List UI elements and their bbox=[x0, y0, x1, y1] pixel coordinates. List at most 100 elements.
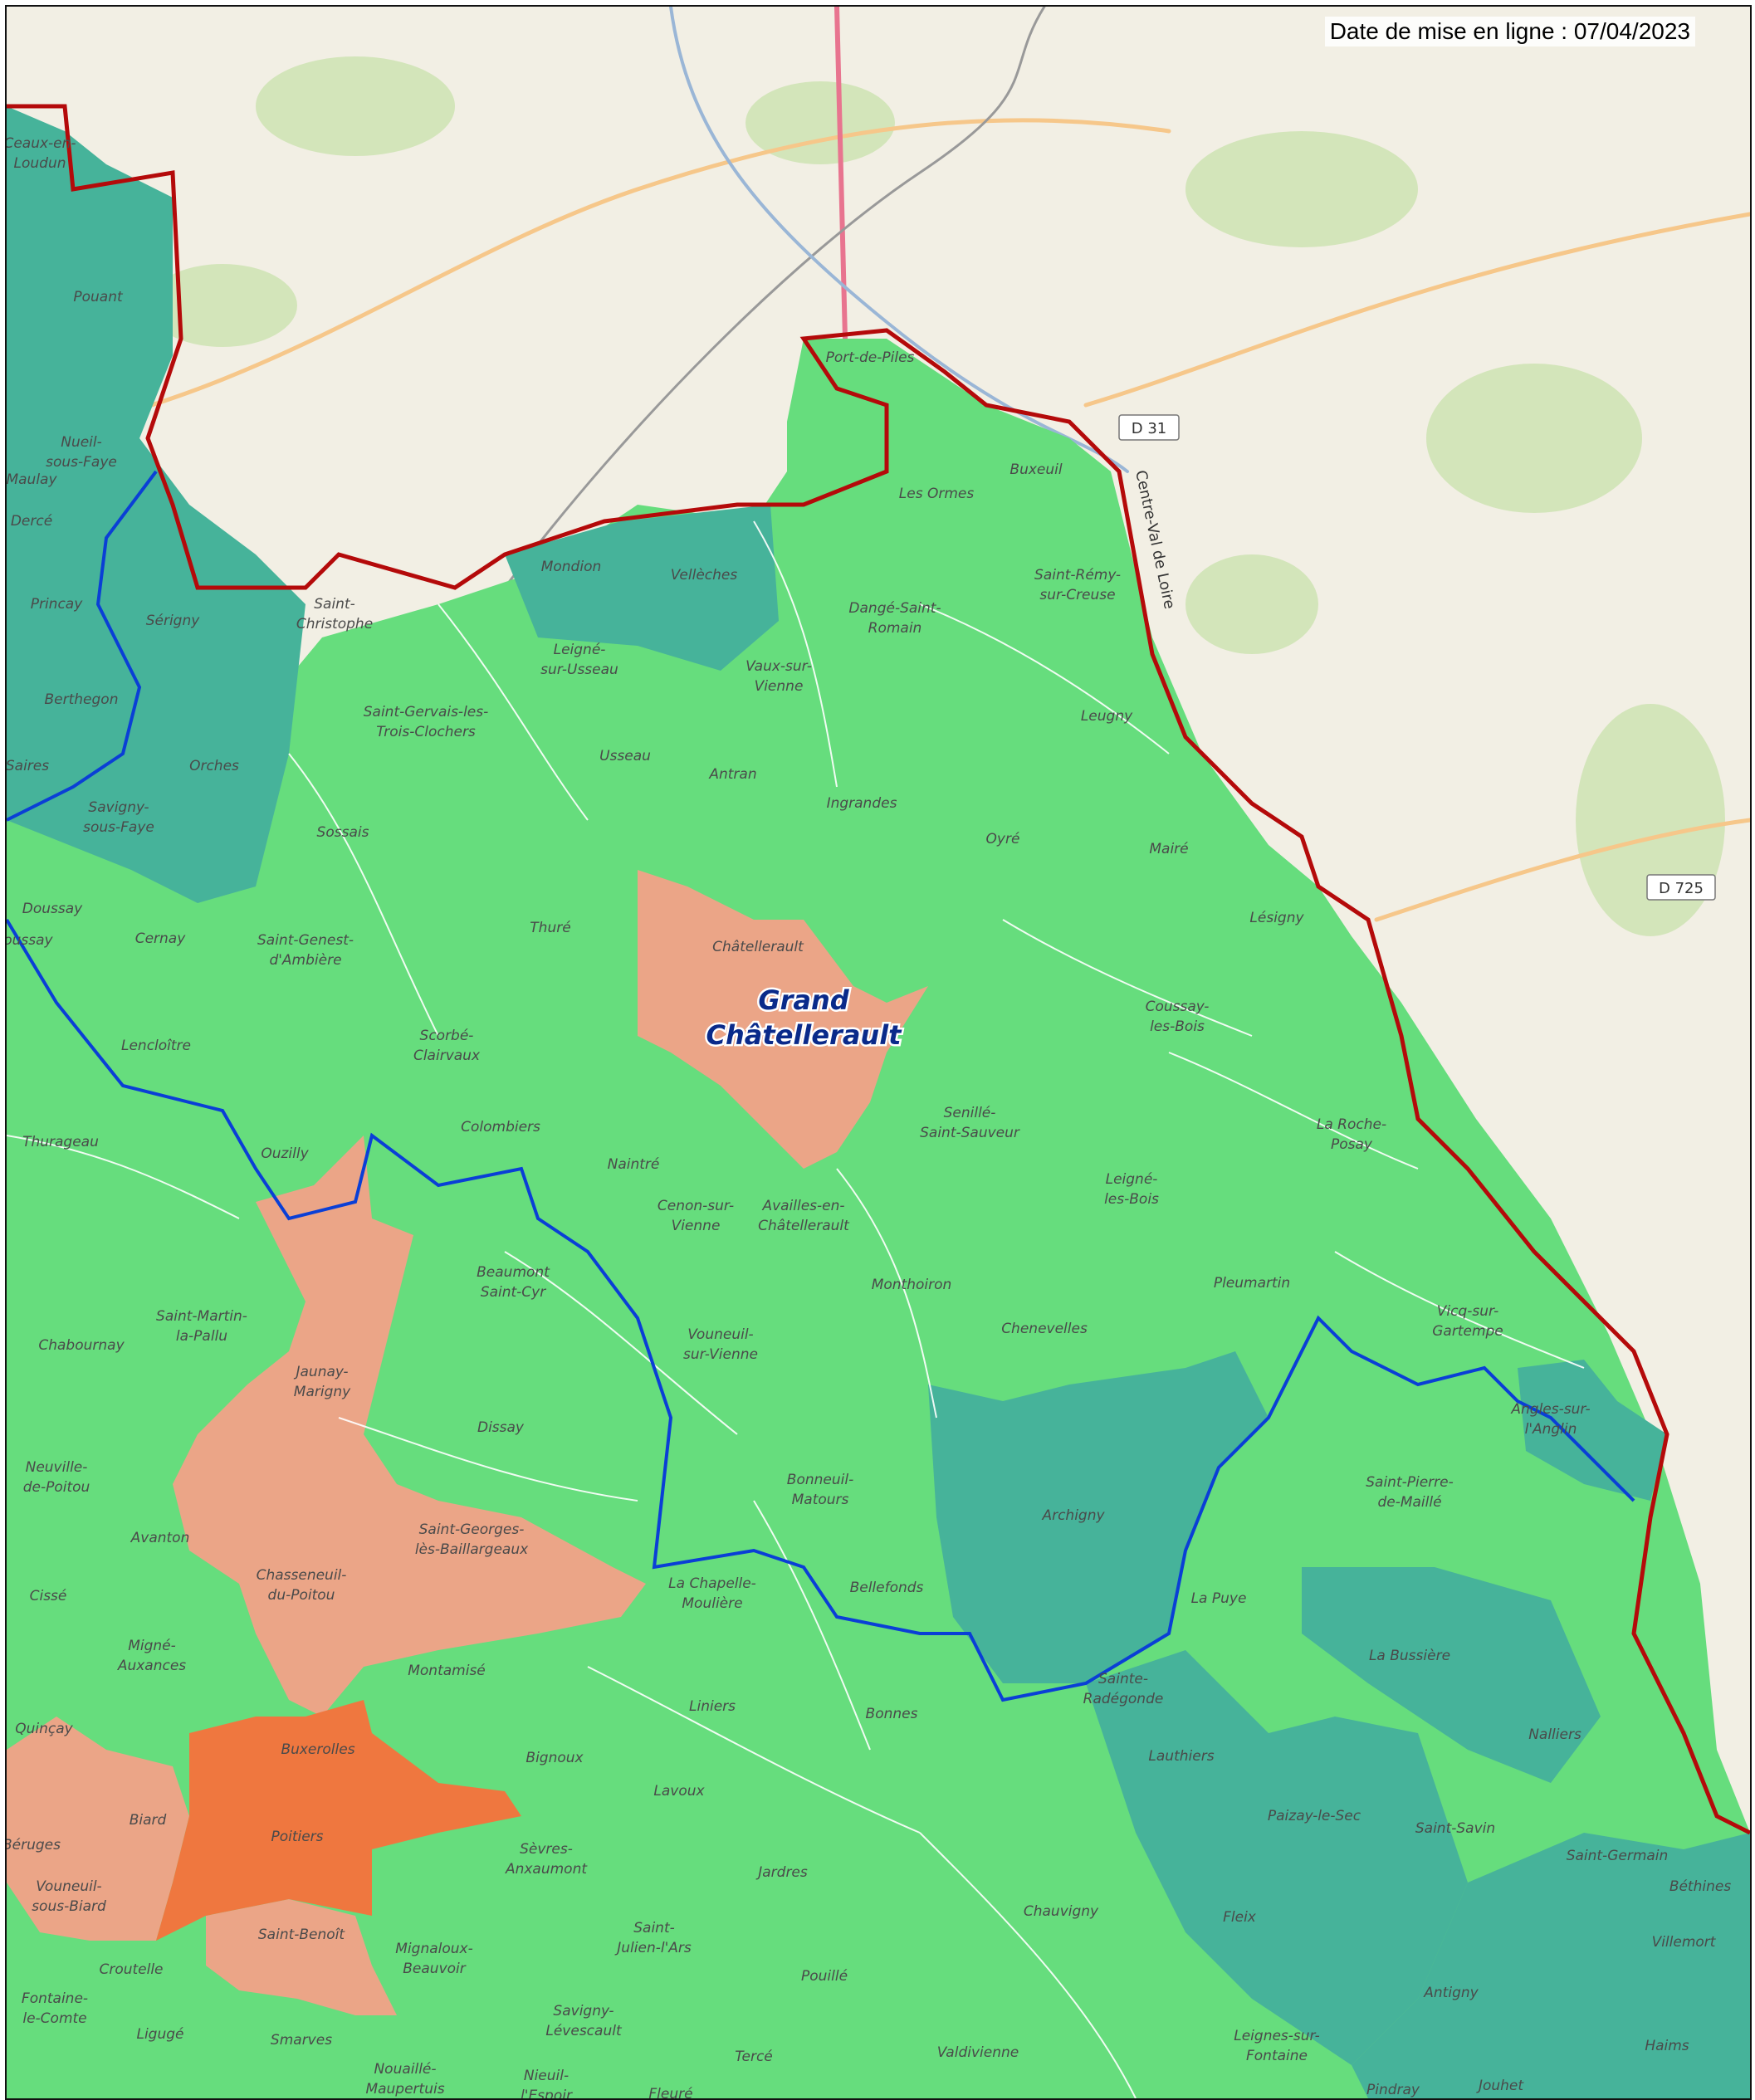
commune-label: Nalliers bbox=[1528, 1726, 1581, 1743]
commune-label: Saires bbox=[7, 758, 49, 774]
commune-label: Vicq-sur-Gartempe bbox=[1432, 1303, 1503, 1340]
commune-label: Coussay-les-Bois bbox=[1146, 999, 1210, 1035]
commune-label: Mondion bbox=[541, 559, 602, 575]
commune-label: Lésigny bbox=[1249, 910, 1304, 926]
commune-label: Dercé bbox=[11, 513, 52, 530]
commune-label: Leugny bbox=[1081, 708, 1133, 725]
commune-label: Sossais bbox=[317, 824, 369, 841]
commune-label: Monthoiron bbox=[872, 1277, 952, 1293]
commune-label: Dissay bbox=[477, 1419, 525, 1436]
commune-label: Jaunay-Marigny bbox=[294, 1364, 352, 1400]
commune-label: Princay bbox=[31, 596, 84, 613]
map-canvas[interactable]: D 31 D 725 Centre-Val de Loire Ceaux-en-… bbox=[7, 7, 1750, 2098]
commune-label: Ceaux-en-Loudun bbox=[7, 135, 76, 172]
commune-label: Buxerolles bbox=[281, 1741, 354, 1758]
commune-label: Doussay bbox=[22, 901, 83, 917]
commune-label: Croutelle bbox=[99, 1961, 163, 1978]
commune-label: Béruges bbox=[7, 1837, 61, 1853]
commune-label: Mairé bbox=[1149, 841, 1188, 857]
commune-label: Leigné-sur-Usseau bbox=[540, 642, 618, 678]
road-tag-d31: D 31 bbox=[1118, 414, 1180, 441]
commune-label: Saint-Gervais-les-Trois-Clochers bbox=[364, 704, 489, 740]
commune-label: Ouzilly bbox=[261, 1145, 309, 1162]
publication-date-label: Date de mise en ligne : 07/04/2023 bbox=[1324, 17, 1695, 46]
commune-label: Sainte-Radégonde bbox=[1083, 1671, 1164, 1707]
commune-label: Quinçay bbox=[15, 1721, 73, 1737]
commune-label: Saint-Christophe bbox=[296, 596, 373, 632]
commune-label: Sérigny bbox=[146, 613, 201, 629]
commune-label: Antran bbox=[708, 766, 756, 783]
commune-label: Fleuré bbox=[648, 2086, 692, 2098]
commune-label: Paizay-le-Sec bbox=[1268, 1808, 1361, 1824]
commune-label: Nouaillé-Maupertuis bbox=[365, 2061, 444, 2098]
commune-label: Vellèches bbox=[671, 567, 738, 584]
basemap-roads bbox=[7, 7, 1750, 922]
commune-label: Jardres bbox=[755, 1864, 808, 1881]
commune-label: Neuville-de-Poitou bbox=[23, 1459, 90, 1496]
commune-label: Valdivienne bbox=[937, 2044, 1019, 2061]
commune-label: Port-de-Piles bbox=[826, 349, 915, 366]
commune-label: Chauvigny bbox=[1024, 1903, 1099, 1920]
svg-text:D 31: D 31 bbox=[1132, 420, 1167, 437]
commune-label: Saint-Julien-l'Ars bbox=[614, 1920, 692, 1956]
commune-label: Ingrandes bbox=[827, 795, 897, 812]
commune-label: Pouillé bbox=[801, 1968, 848, 1985]
commune-label: Tercé bbox=[735, 2049, 773, 2065]
commune-label: Pindray bbox=[1366, 2082, 1420, 2098]
commune-label: Saint-Genest-d'Ambière bbox=[257, 932, 354, 969]
commune-label: Colombiers bbox=[461, 1119, 540, 1135]
commune-label: Liniers bbox=[689, 1698, 736, 1715]
commune-label: Savigny-sous-Faye bbox=[83, 799, 154, 836]
commune-outlines bbox=[7, 520, 1585, 2098]
commune-label: Biard bbox=[130, 1812, 167, 1829]
commune-label: Naintré bbox=[608, 1156, 660, 1173]
commune-label: Cissé bbox=[30, 1588, 67, 1604]
commune-label: Chabournay bbox=[38, 1337, 125, 1354]
commune-label: Les Ormes bbox=[899, 486, 975, 502]
commune-label: Poitiers bbox=[271, 1829, 323, 1845]
commune-label: Fontaine-le-Comte bbox=[22, 1990, 88, 2027]
zone-green bbox=[7, 339, 1750, 2098]
svg-text:D 725: D 725 bbox=[1659, 880, 1704, 897]
zone-teal bbox=[7, 106, 1750, 2098]
commune-label: Lencloître bbox=[121, 1038, 191, 1054]
commune-label: Ligugé bbox=[136, 2026, 183, 2043]
commune-label: Montamisé bbox=[408, 1663, 486, 1679]
commune-label: Bellefonds bbox=[850, 1580, 924, 1596]
commune-label: Archigny bbox=[1041, 1507, 1105, 1524]
commune-label: Availles-en-Châtellerault bbox=[758, 1198, 850, 1234]
territory-boundary bbox=[7, 470, 1635, 1702]
commune-label: Antigny bbox=[1423, 1985, 1479, 2001]
map-frame: D 31 D 725 Centre-Val de Loire Ceaux-en-… bbox=[5, 5, 1752, 2100]
commune-label: Saint-Georges-lès-Baillargeaux bbox=[415, 1521, 529, 1558]
zone-orange bbox=[156, 1700, 521, 1941]
commune-label: Saint-Martin-la-Pallu bbox=[156, 1308, 247, 1345]
commune-label: Cenon-sur-Vienne bbox=[658, 1198, 734, 1234]
commune-label: Angles-sur-l'Anglin bbox=[1510, 1401, 1590, 1438]
commune-label: Châtellerault bbox=[712, 939, 804, 955]
commune-label: Usseau bbox=[599, 748, 651, 764]
commune-label: La Puye bbox=[1191, 1590, 1247, 1607]
commune-label: Savigny-Lévescault bbox=[545, 2003, 623, 2039]
commune-label: Saint-Benoît bbox=[258, 1927, 346, 1943]
commune-label: Saint-Rémy-sur-Creuse bbox=[1034, 567, 1121, 603]
commune-label: Scorbé-Clairvaux bbox=[413, 1028, 481, 1064]
department-border bbox=[7, 104, 1750, 1835]
commune-label: Pouant bbox=[73, 289, 124, 305]
commune-label: Lavoux bbox=[653, 1783, 705, 1800]
commune-label: Haims bbox=[1645, 2038, 1689, 2054]
commune-label: Nieuil-l'Espoir bbox=[521, 2068, 573, 2098]
commune-label: Bonneuil-Matours bbox=[787, 1472, 853, 1508]
commune-label: La Roche-Posay bbox=[1317, 1116, 1386, 1153]
commune-label: Pleumartin bbox=[1214, 1275, 1290, 1292]
commune-label: Cernay bbox=[135, 930, 187, 947]
commune-label: Smarves bbox=[271, 2032, 332, 2049]
commune-label: Chasseneuil-du-Poitou bbox=[257, 1567, 347, 1604]
commune-label: Vouneuil-sous-Biard bbox=[32, 1878, 106, 1915]
commune-label: Migné-Auxances bbox=[117, 1638, 186, 1674]
commune-label: Thuré bbox=[530, 920, 570, 936]
zone-salmon bbox=[7, 870, 928, 2015]
commune-label: Dangé-Saint-Romain bbox=[848, 600, 941, 637]
commune-labels: Ceaux-en-LoudunPouantNueil-sous-FayeMaul… bbox=[7, 135, 1731, 2098]
commune-label: Nueil-sous-Faye bbox=[46, 434, 117, 471]
